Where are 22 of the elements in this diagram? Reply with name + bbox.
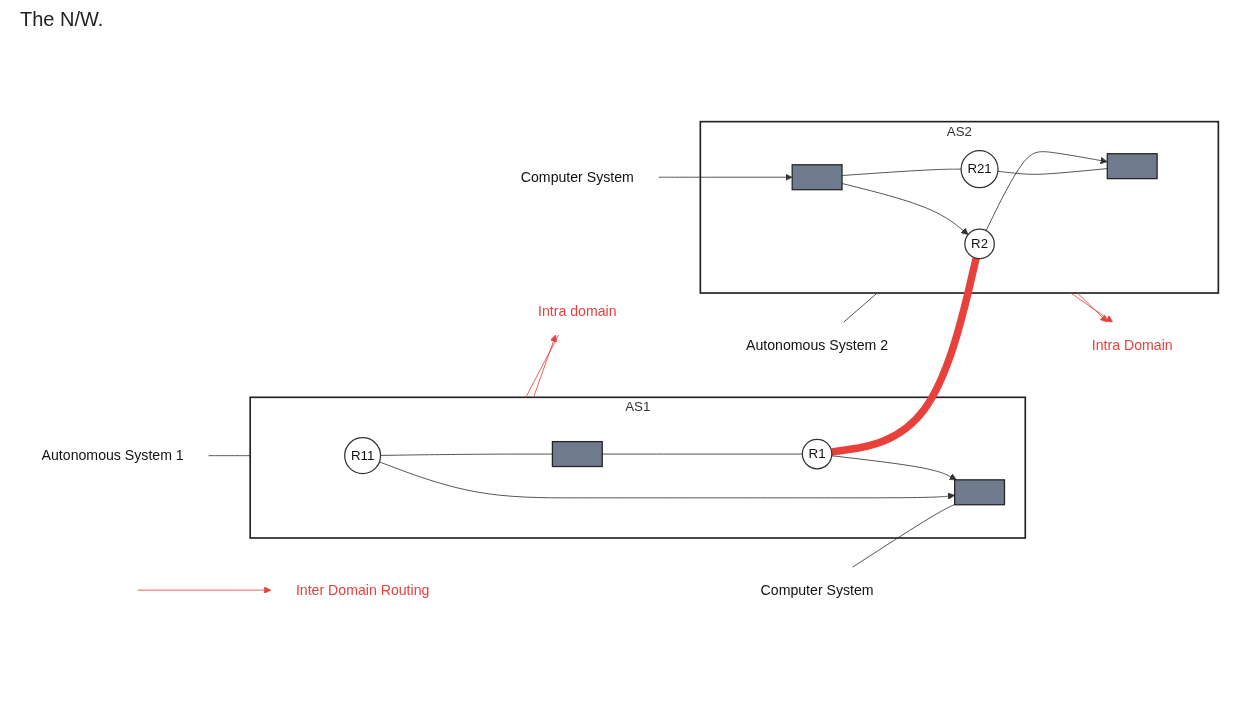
- node-text: Autonomous System 1: [41, 447, 184, 464]
- node-text: Intra domain: [538, 303, 617, 320]
- node-text: Computer System: [760, 582, 874, 598]
- connector: [380, 453, 553, 456]
- connector: [852, 504, 956, 568]
- connector: [997, 168, 1108, 175]
- node-box: [954, 479, 1006, 506]
- node-text: Autonomous System 2: [746, 337, 889, 353]
- connector: [831, 257, 980, 456]
- diagram-title: The N/W.: [20, 8, 104, 31]
- connector: [843, 292, 878, 323]
- node-text: Intra Domain: [1091, 337, 1173, 353]
- node-text: Inter Domain Routing: [295, 582, 430, 598]
- node-text: Computer System: [520, 169, 634, 185]
- connector: [208, 455, 251, 457]
- node-box: [791, 164, 843, 191]
- node-box: [551, 441, 603, 468]
- node-box: [1106, 153, 1158, 180]
- node-circle: R21: [960, 150, 999, 189]
- node-circle: R1: [801, 438, 833, 470]
- node-circle: R11: [344, 437, 382, 475]
- node-circle: R2: [964, 228, 995, 260]
